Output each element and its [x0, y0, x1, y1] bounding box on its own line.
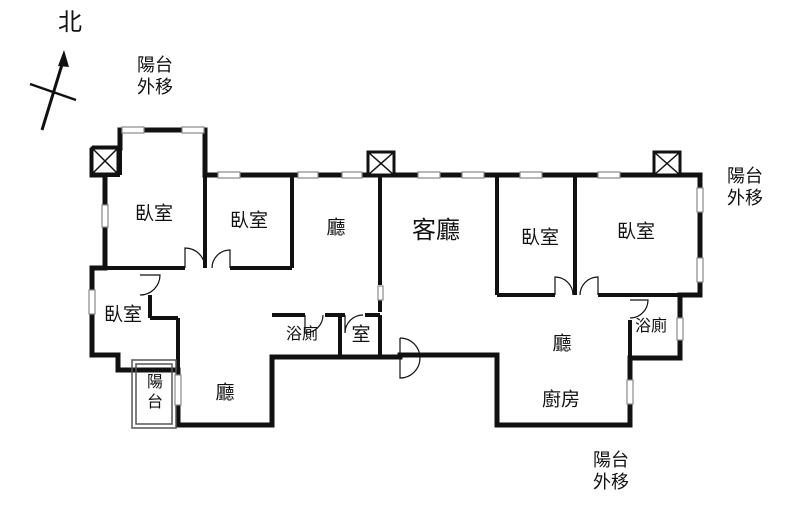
door-swings [139, 247, 649, 379]
room-label-bedroom: 臥室 [616, 220, 656, 243]
compass-north-label: 北 [58, 8, 82, 36]
room-label-hall: 廳 [215, 381, 235, 404]
room-label-bedroom: 臥室 [103, 303, 143, 326]
room-label-balcony: 陽 [146, 372, 164, 391]
room-label-balcony: 台 [146, 392, 164, 411]
room-label-bathroom: 浴廁 [285, 324, 319, 343]
north-arrow-icon [29, 50, 77, 131]
windows [88, 126, 704, 406]
room-label-bedroom: 臥室 [134, 202, 174, 225]
room-label-hall: 廳 [326, 216, 346, 239]
duct-boxes [90, 146, 682, 177]
note-balcony-moved-top: 陽台 外移 [137, 55, 173, 98]
note-balcony-moved-right: 陽台 外移 [727, 166, 763, 209]
room-label-hall: 廳 [552, 332, 572, 355]
room-label-room: 室 [351, 323, 371, 346]
room-label-bedroom: 臥室 [520, 226, 560, 249]
interior-walls [90, 130, 680, 375]
room-label-kitchen: 廚房 [541, 388, 581, 411]
note-balcony-moved-bottom: 陽台 外移 [593, 450, 629, 493]
room-label-bathroom: 浴廁 [634, 316, 668, 335]
room-label-bedroom: 臥室 [229, 209, 269, 232]
room-label-living-room: 客廳 [412, 216, 460, 244]
